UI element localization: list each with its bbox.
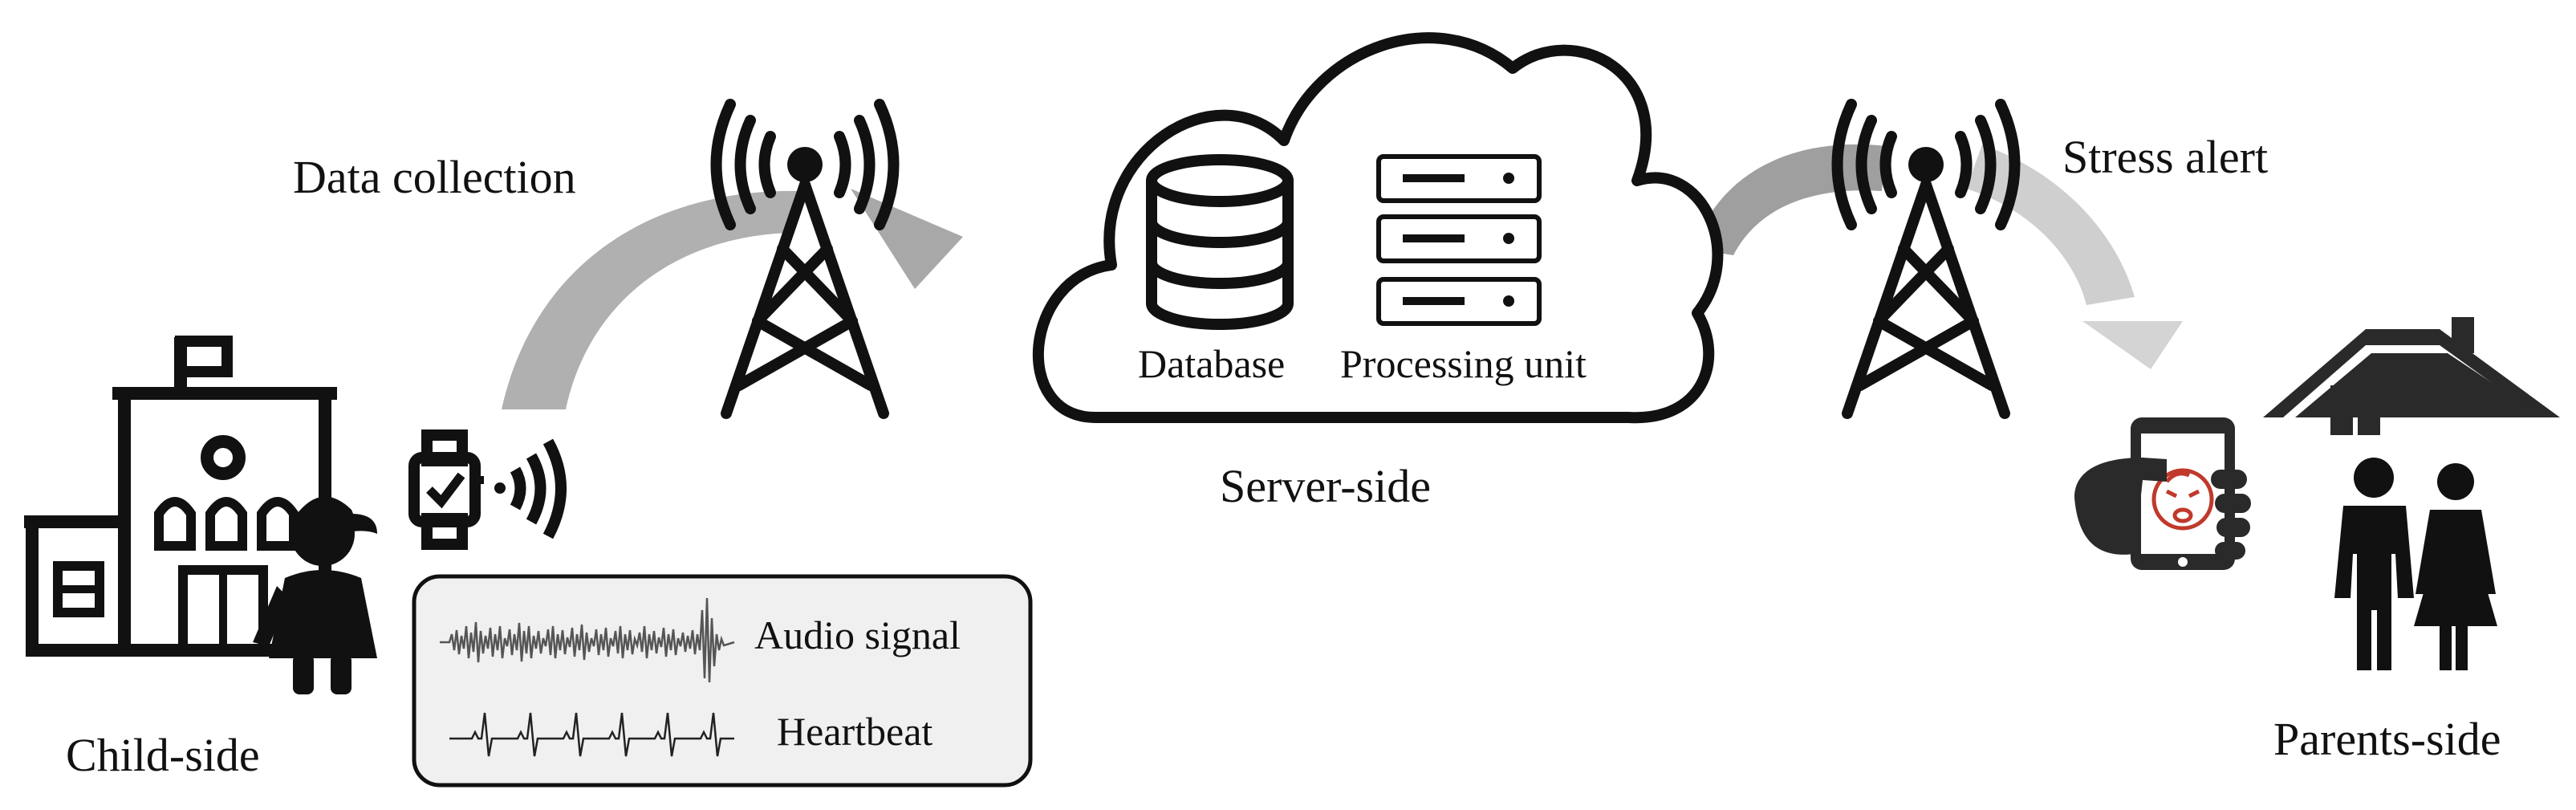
radio-tower-icon: [710, 99, 900, 419]
smartphone-icon: [2074, 417, 2251, 570]
signal-box: Audio signal Heartbeat: [412, 574, 1033, 788]
house-icon: [2263, 317, 2560, 435]
smartwatch-icon: [408, 429, 567, 550]
hand-icon: [2074, 458, 2167, 555]
database-label: Database: [1138, 341, 1285, 386]
child-icon: [253, 496, 377, 694]
data-collection-label: Data collection: [293, 151, 576, 203]
radio-tower-icon-right: [1831, 99, 2021, 419]
audio-waveform: [440, 597, 735, 683]
audio-signal-label: Audio signal: [754, 613, 961, 657]
heartbeat-waveform: [449, 712, 734, 757]
server-side-label: Server-side: [1220, 460, 1431, 512]
child-side-label: Child-side: [66, 729, 260, 781]
stress-alert-label: Stress alert: [2062, 131, 2268, 183]
parents-icon: [2334, 458, 2497, 670]
crying-baby-icon: [2151, 468, 2214, 531]
parents-side-label: Parents-side: [2273, 713, 2501, 765]
processing-unit-label: Processing unit: [1340, 341, 1587, 386]
server-icon: [1376, 154, 1542, 326]
heartbeat-label: Heartbeat: [777, 709, 932, 754]
database-icon: [1146, 154, 1294, 330]
